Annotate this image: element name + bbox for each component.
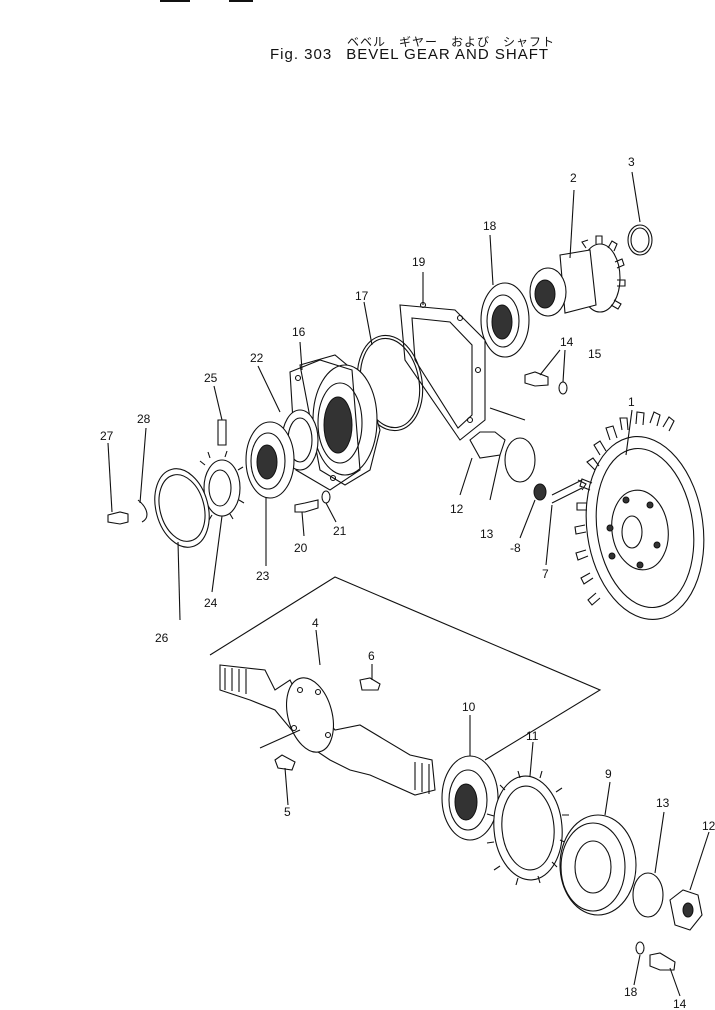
label-7: 7 xyxy=(542,567,549,581)
nut-part-8 xyxy=(533,483,547,501)
pinion-part-2 xyxy=(529,235,626,317)
label-11: 11 xyxy=(526,729,539,743)
label-12-lower: 12 xyxy=(702,819,715,833)
lock-washer-part-13-upper xyxy=(504,437,536,483)
figure-title: Fig. 303 BEVEL GEAR AND SHAFT xyxy=(270,46,549,63)
label-8: -8 xyxy=(510,541,521,555)
label-20: 20 xyxy=(294,541,308,555)
bolt-part-14-upper xyxy=(524,371,549,387)
label-24: 24 xyxy=(204,596,218,610)
crop-mark-left xyxy=(160,0,190,2)
bevel-gear-part-1 xyxy=(574,411,705,621)
label-2: 2 xyxy=(570,171,577,185)
label-19: 19 xyxy=(412,255,426,269)
japanese-title: ベベル ギヤー および シャフト xyxy=(347,35,556,49)
shaft-part-4 xyxy=(219,664,436,796)
cover-plate-part-26 xyxy=(154,468,210,548)
bolt-part-6 xyxy=(359,677,381,691)
label-13-lower: 13 xyxy=(656,796,670,810)
bolt-part-5 xyxy=(274,754,296,771)
label-14-lower: 14 xyxy=(673,997,687,1010)
figure-caption: BEVEL GEAR AND SHAFT xyxy=(346,46,550,63)
washer-part-18-lower xyxy=(635,941,645,955)
label-23: 23 xyxy=(256,569,270,583)
label-6: 6 xyxy=(368,649,375,663)
label-26: 26 xyxy=(155,631,169,645)
label-4: 4 xyxy=(312,616,319,630)
bearing-part-18 xyxy=(480,282,530,358)
bolt-part-14-lower xyxy=(649,952,676,971)
label-17: 17 xyxy=(355,289,369,303)
bolt-part-27 xyxy=(107,511,129,525)
bearing-part-23 xyxy=(245,421,295,499)
label-10: 10 xyxy=(462,700,476,714)
label-18-upper: 18 xyxy=(483,219,497,233)
label-28: 28 xyxy=(137,412,151,426)
bearing-part-10 xyxy=(441,755,499,841)
label-15: 15 xyxy=(588,347,602,361)
leader-lines xyxy=(107,171,710,997)
pin-part-25 xyxy=(217,419,227,446)
housing-part-16 xyxy=(289,354,381,491)
label-12-upper: 12 xyxy=(450,502,464,516)
seal-part-9 xyxy=(559,814,637,916)
label-25: 25 xyxy=(204,371,218,385)
leader-group-line xyxy=(489,407,526,421)
label-5: 5 xyxy=(284,805,291,819)
bolt-part-20 xyxy=(294,499,319,513)
figure-number: Fig. 303 xyxy=(270,46,333,63)
lock-wire-part-28 xyxy=(137,499,148,523)
leader-line-5 xyxy=(259,729,301,749)
lock-plate-part-7 xyxy=(551,479,587,504)
lock-washer-part-13-lower xyxy=(632,872,664,918)
nut-part-12-upper xyxy=(469,431,506,459)
label-3: 3 xyxy=(628,155,635,169)
washer-part-15 xyxy=(558,381,568,395)
label-22: 22 xyxy=(250,351,264,365)
snap-ring-part-3 xyxy=(627,224,653,256)
label-9: 9 xyxy=(605,767,612,781)
washer-part-21 xyxy=(321,490,331,504)
label-16: 16 xyxy=(292,325,306,339)
label-14-upper: 14 xyxy=(560,335,574,349)
toothed-ring-part-11 xyxy=(486,770,569,886)
label-13-upper: 13 xyxy=(480,527,494,541)
gasket-part-19 xyxy=(399,301,486,441)
crop-mark-right xyxy=(229,0,253,2)
assembly-frame-outline xyxy=(209,576,602,761)
label-21: 21 xyxy=(333,524,347,538)
label-27: 27 xyxy=(100,429,114,443)
label-18-lower: 18 xyxy=(624,985,638,999)
label-1: 1 xyxy=(628,395,635,409)
